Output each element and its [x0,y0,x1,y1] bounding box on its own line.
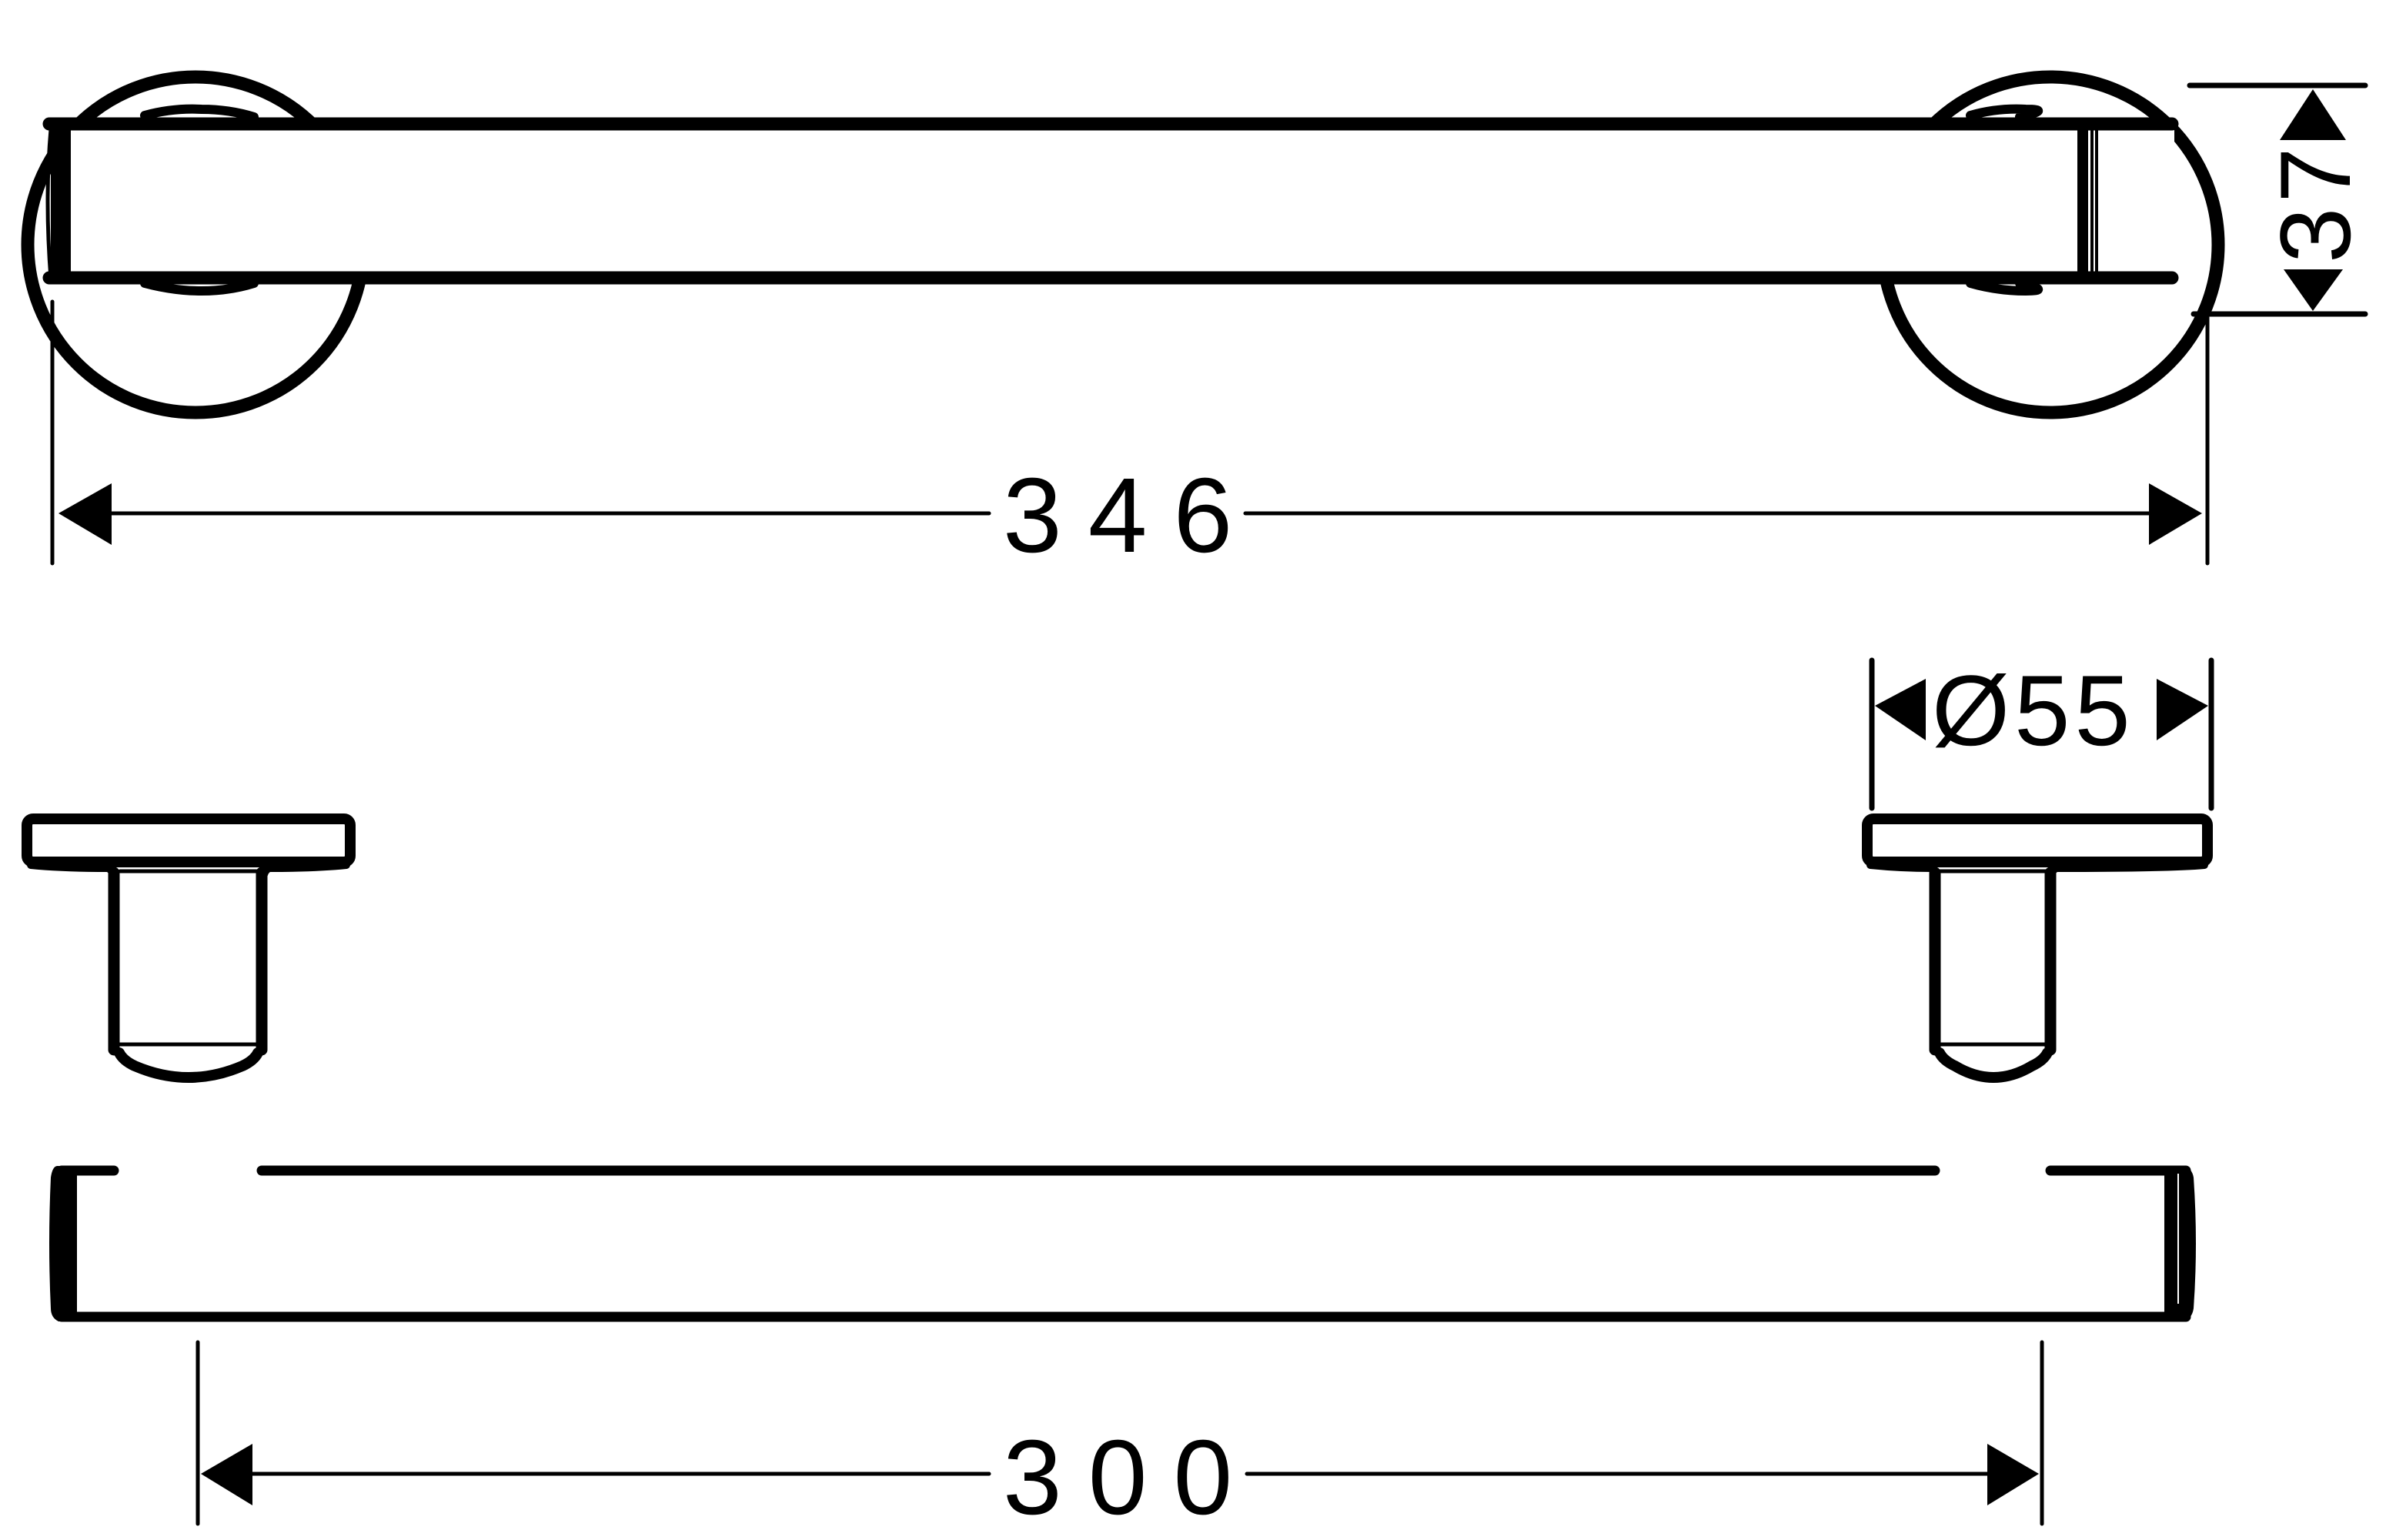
arrow-left-icon [201,1444,252,1505]
dimension-label-diameter-55: Ø55 [1932,654,2135,767]
left-mount [22,813,356,1083]
dimension-300: 300 [201,1418,2039,1537]
dimension-37: 37 [2187,82,2371,317]
left-rosette-plate [22,813,356,867]
arrow-left-icon [1875,679,1926,740]
dimension-label-300: 300 [1003,1418,1258,1537]
top-view: 346 37 [21,70,2371,575]
dimension-label-37: 37 [2259,142,2371,263]
arrow-right-icon [1987,1444,2039,1505]
bar-front-view [49,1165,2196,1322]
arrow-left-icon [58,483,112,545]
dimension-diameter-55: Ø55 [1869,654,2214,811]
dimension-346: 346 [58,456,2202,575]
front-view: Ø55 [22,654,2214,1537]
dimension-label-346: 346 [1003,456,1258,575]
bar-top-view [42,117,2179,285]
right-rosette-plate [1862,813,2213,867]
arrow-down-icon [2284,269,2343,311]
right-mount [1862,813,2213,1083]
arrow-right-icon [2149,483,2202,545]
arrow-up-icon [2280,89,2346,140]
arrow-right-icon [2157,679,2208,740]
